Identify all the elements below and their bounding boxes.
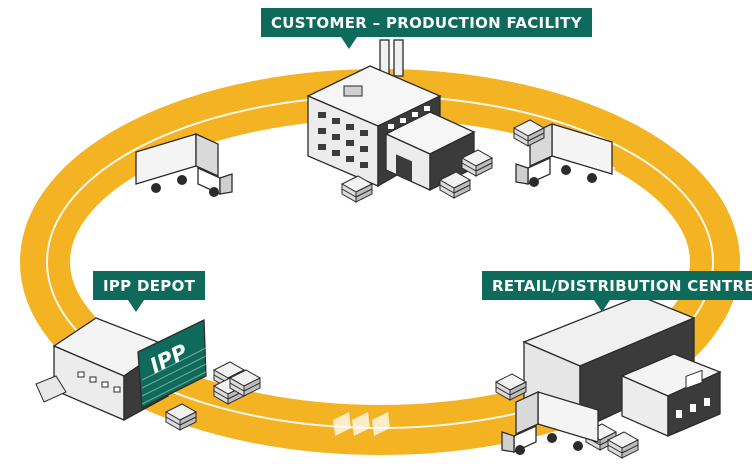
- ipp-depot-label: IPP DEPOT: [93, 271, 206, 312]
- ipp-depot-illustration: IPP: [35, 317, 261, 431]
- retail-distribution-label: RETAIL/DISTRIBUTION CENTRE: [482, 271, 752, 312]
- production-facility-illustration: [306, 39, 493, 203]
- retail-distribution-illustration: [495, 295, 722, 459]
- direction-arrows-bottom: [333, 412, 390, 436]
- customer-facility-label: CUSTOMER – PRODUCTION FACILITY: [261, 8, 592, 49]
- direction-arrows-left: [72, 196, 126, 258]
